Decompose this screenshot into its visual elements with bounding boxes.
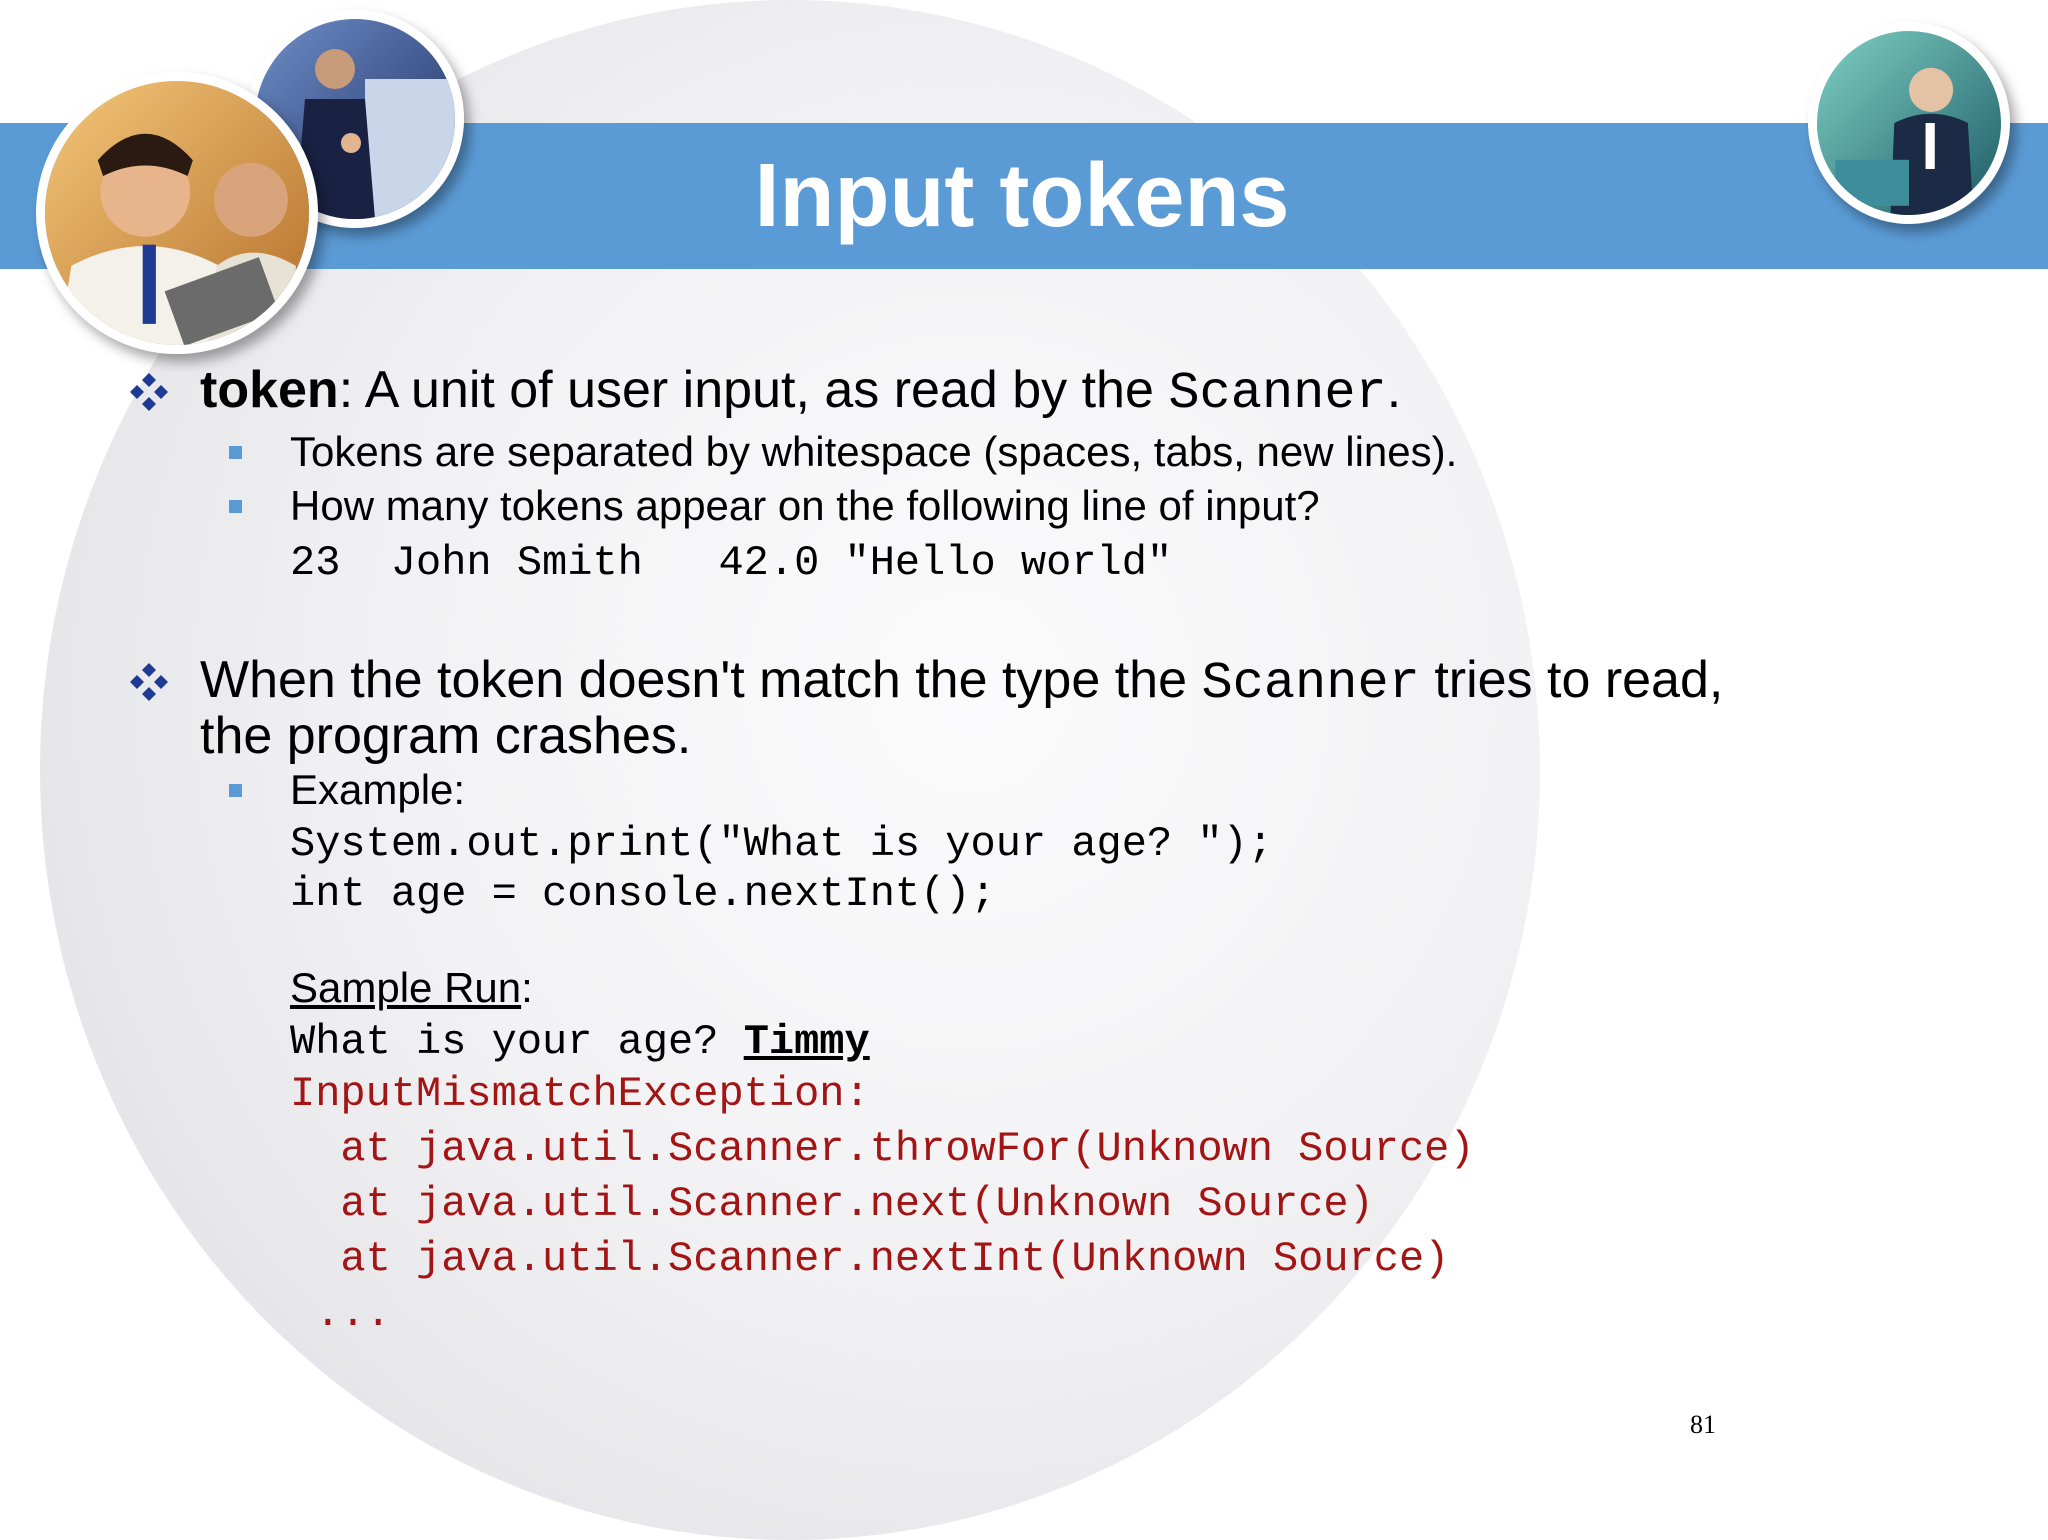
code-line: System.out.print("What is your age? "); <box>290 820 1273 868</box>
square-bullet-icon <box>229 784 242 797</box>
sample-run-prompt: What is your age? Timmy <box>290 1018 870 1066</box>
square-bullet-icon <box>229 446 242 459</box>
sample-run-heading: Sample Run: <box>290 964 533 1012</box>
definition-text: : A unit of user input, as read by the <box>338 361 1169 419</box>
user-input-timmy: Timmy <box>743 1018 870 1066</box>
exception-line: at java.util.Scanner.nextInt(Unknown Sou… <box>290 1235 1450 1283</box>
term-token: token <box>200 361 339 419</box>
business-man-photo <box>1808 22 2010 224</box>
square-bullet-icon <box>229 500 242 513</box>
team-meeting-photo <box>36 72 318 354</box>
exception-line: ... <box>290 1290 391 1338</box>
sub-bullet-question: How many tokens appear on the following … <box>290 482 1320 529</box>
mismatch-text-end: tries to read, <box>1419 651 1724 709</box>
sample-run-colon: : <box>521 964 533 1011</box>
bullet-token-definition: token: A unit of user input, as read by … <box>200 360 1401 423</box>
sub-bullet-example: Example: <box>290 766 466 813</box>
code-scanner: Scanner <box>1168 364 1387 423</box>
token-input-example: 23 John Smith 42.0 "Hello world" <box>290 539 1173 587</box>
sample-run-label: Sample Run <box>290 964 522 1011</box>
four-diamond-bullet-icon <box>130 373 168 411</box>
code-line: int age = console.nextInt(); <box>290 870 996 918</box>
page-number: 81 <box>1690 1410 1716 1439</box>
slide-title: Input tokens <box>754 146 1290 246</box>
prompt-text: What is your age? <box>290 1018 744 1066</box>
mismatch-text-start: When the token doesn't match the type th… <box>200 651 1202 709</box>
four-diamond-bullet-icon <box>130 663 168 701</box>
exception-line: InputMismatchException: <box>290 1070 870 1118</box>
bullet-mismatch-line2: the program crashes. <box>200 707 692 765</box>
bullet-mismatch-line1: When the token doesn't match the type th… <box>200 650 1723 713</box>
sub-bullet-whitespace: Tokens are separated by whitespace (spac… <box>290 428 1458 475</box>
definition-end: . <box>1386 361 1402 419</box>
exception-line: at java.util.Scanner.next(Unknown Source… <box>290 1180 1374 1228</box>
code-scanner: Scanner <box>1201 654 1420 713</box>
exception-line: at java.util.Scanner.throwFor(Unknown So… <box>290 1125 1475 1173</box>
